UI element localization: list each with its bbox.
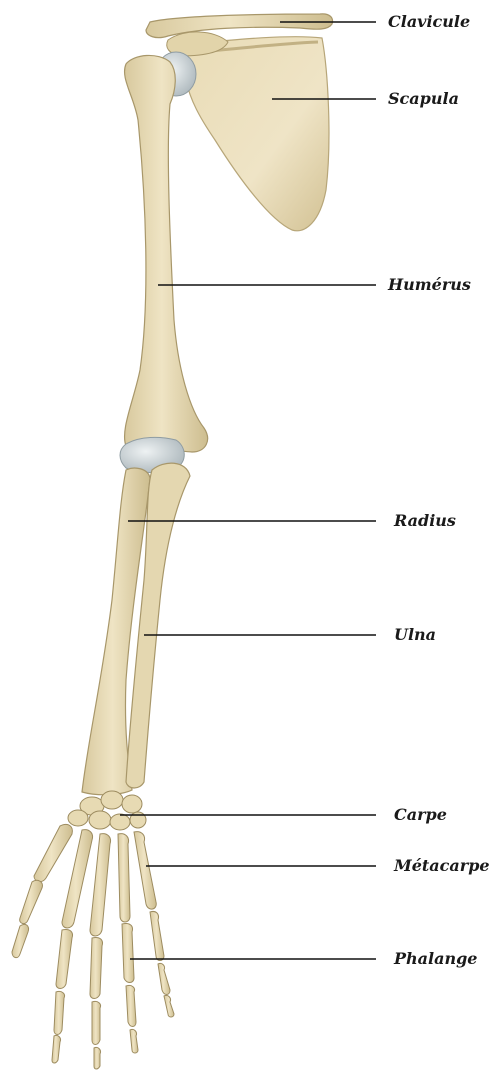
metacarpal-bones <box>34 824 156 936</box>
clavicle-bone <box>146 14 333 38</box>
label-ulna: Ulna <box>394 627 436 643</box>
label-humerus: Humérus <box>388 277 471 293</box>
carpal-bones <box>68 791 146 830</box>
label-clavicule: Clavicule <box>388 14 470 30</box>
humerus-bone <box>125 55 208 452</box>
label-metacarpe: Métacarpe <box>394 858 490 874</box>
scapula-bone <box>186 37 329 231</box>
label-carpe: Carpe <box>394 807 447 823</box>
label-radius: Radius <box>394 513 456 529</box>
label-scapula: Scapula <box>388 91 459 107</box>
label-phalange: Phalange <box>394 951 477 967</box>
